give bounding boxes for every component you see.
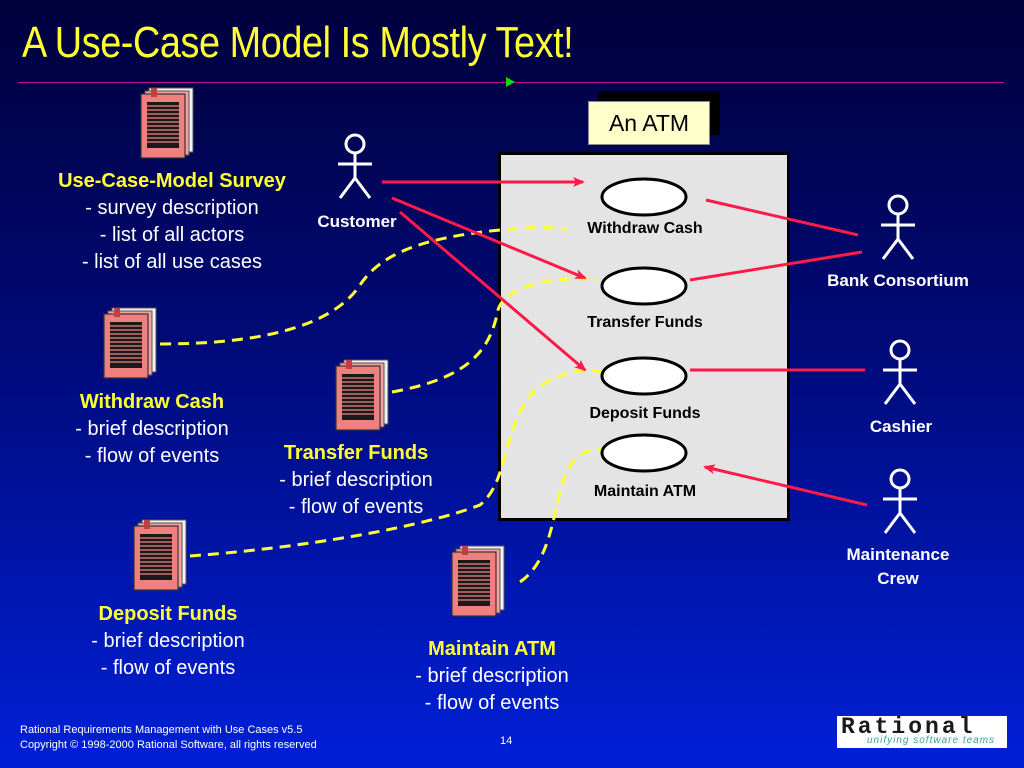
document-stack-icon[interactable] — [451, 545, 505, 617]
actor-stick-figure-icon[interactable] — [336, 133, 374, 200]
actor-stick-figure-icon[interactable] — [881, 339, 919, 406]
document-line: - brief description — [279, 469, 433, 491]
document-line: - brief description — [91, 630, 245, 652]
document-title: Transfer Funds — [283, 442, 429, 464]
document-survey-text: Use-Case-Model Survey - survey descripti… — [22, 168, 322, 276]
slide-title: A Use-Case Model Is Mostly Text! — [22, 18, 574, 67]
link-maintain — [519, 447, 603, 584]
use-case-label-withdraw: Withdraw Cash — [587, 220, 703, 237]
document-stack-icon[interactable] — [103, 307, 157, 379]
footer-course: Rational Requirements Management with Us… — [20, 724, 303, 736]
actor-stick-figure-icon[interactable] — [881, 468, 919, 535]
actor-label-line2: Crew — [877, 569, 919, 588]
document-line: - flow of events — [424, 692, 560, 714]
use-case-ellipse-icon[interactable] — [600, 266, 688, 306]
actor-stick-figure-icon[interactable] — [879, 194, 917, 261]
actor-label-maintenance: Maintenance Crew — [820, 543, 976, 591]
use-case-label-maintain: Maintain ATM — [593, 483, 697, 500]
document-deposit-text: Deposit Funds - brief description - flow… — [58, 601, 278, 682]
document-title: Use-Case-Model Survey — [58, 170, 286, 192]
document-line: - list of all actors — [99, 224, 245, 246]
associations — [382, 177, 868, 507]
logo-tagline: unifying software teams — [867, 735, 996, 746]
assoc-customer-deposit — [399, 210, 587, 372]
use-case-ellipse-icon[interactable] — [600, 433, 688, 473]
rational-logo: Rational unifying software teams — [837, 714, 1007, 748]
document-line: - brief description — [75, 418, 229, 440]
assoc-maintenance-maintain — [703, 464, 868, 507]
actor-label-cashier: Cashier — [869, 417, 933, 436]
actor-label-customer: Customer — [317, 212, 397, 231]
document-line: - flow of events — [84, 445, 220, 467]
actor-label-bank-consortium: Bank Consortium — [827, 271, 969, 290]
document-line: - flow of events — [288, 496, 424, 518]
document-maintain-text: Maintain ATM - brief description - flow … — [382, 636, 602, 717]
system-label: An ATM — [588, 101, 710, 145]
document-title: Deposit Funds — [98, 603, 238, 625]
page-number: 14 — [500, 735, 513, 747]
logo-word: Rational — [841, 714, 976, 740]
document-transfer-text: Transfer Funds - brief description - flo… — [246, 440, 466, 521]
document-stack-icon[interactable] — [133, 519, 187, 591]
link-transfer — [189, 368, 603, 558]
document-line: - survey description — [85, 197, 259, 219]
use-case-ellipse-icon[interactable] — [600, 177, 688, 217]
assoc-customer-transfer — [391, 196, 587, 280]
assoc-bank-transfer — [689, 250, 863, 282]
link-survey — [159, 226, 569, 346]
assoc-bank-withdraw — [705, 198, 859, 237]
use-case-label-deposit: Deposit Funds — [589, 405, 701, 422]
document-line: - list of all use cases — [81, 251, 263, 273]
document-title: Withdraw Cash — [79, 391, 225, 413]
document-stack-icon[interactable] — [335, 359, 389, 431]
use-case-label-transfer: Transfer Funds — [587, 314, 703, 331]
document-stack-icon[interactable] — [140, 87, 194, 159]
document-links — [159, 226, 603, 584]
actor-label-line1: Maintenance — [846, 545, 950, 564]
link-withdraw — [391, 277, 599, 394]
document-line: - flow of events — [100, 657, 236, 679]
document-withdraw-text: Withdraw Cash - brief description - flow… — [42, 389, 262, 470]
play-marker-icon — [506, 77, 515, 87]
footer-copyright: Copyright © 1998-2000 Rational Software,… — [20, 739, 317, 751]
use-case-ellipse-icon[interactable] — [600, 356, 688, 396]
document-title: Maintain ATM — [428, 638, 556, 660]
document-line: - brief description — [415, 665, 569, 687]
